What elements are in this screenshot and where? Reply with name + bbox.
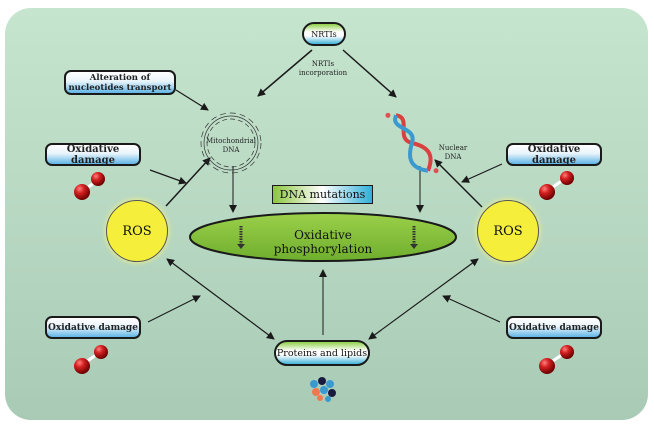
ros-node-right: ROS (477, 200, 539, 262)
oxidative-damage-box-bottom-left: Oxidative damage (45, 316, 141, 339)
alteration-line1: Alteration of (89, 72, 151, 83)
arrow-damage-right-top (461, 163, 503, 183)
down-arrow-icon (410, 244, 418, 249)
ros-node-left: ROS (106, 200, 168, 262)
mito-line1: Mitochondrial (205, 137, 257, 145)
oxygen-molecule-icon (539, 345, 574, 374)
arrow-nrtis-nuclear (342, 49, 397, 98)
dna-mutations-box: DNA mutations (272, 185, 373, 204)
nrtis-incorporation-label: NRTIs incorporation (298, 60, 348, 77)
down-arrow-icon (239, 226, 416, 244)
alteration-line2: nucleotides transport (68, 82, 172, 93)
nuclear-dna-label: Nuclear DNA (432, 144, 474, 162)
nuclear-dna-icon (385, 112, 439, 174)
oxidative-damage-box-top-left: Oxidative damage (45, 143, 141, 166)
oxygen-molecule-icon (74, 345, 108, 374)
arrow-ros-right-proteins (368, 258, 479, 340)
nuclear-line1: Nuclear (438, 144, 468, 152)
arrow-ros-left-mito (165, 157, 211, 207)
arrow-damage-right-bottom (442, 295, 501, 323)
arrow-alteration-mito (175, 89, 209, 111)
protein-lipid-icon (310, 377, 336, 402)
down-arrow-icon (237, 244, 245, 249)
oxidative-damage-box-bottom-right: Oxidative damage (506, 316, 602, 339)
arrow-damage-left-bottom (147, 295, 201, 323)
nuclear-line2: DNA (444, 153, 462, 161)
oxygen-molecule-icon (539, 171, 574, 200)
oxidative-phosphorylation-ellipse (189, 212, 457, 262)
mitochondrial-dna-icon (200, 112, 262, 174)
oxidative-phosphorylation-label: Oxidative phosphorylation (273, 228, 373, 256)
arrow-ros-left-proteins (166, 258, 275, 340)
nrtis-node: NRTIs (302, 22, 346, 46)
arrow-nrtis-mito (257, 49, 313, 97)
alteration-nucleotides-transport-box: Alteration of nucleotides transport (64, 70, 176, 95)
oxidative-damage-box-top-right: Oxidative damage (506, 143, 602, 166)
mito-line2: DNA (222, 146, 240, 154)
oxygen-molecule-icon (74, 172, 105, 200)
mitochondrial-dna-label: Mitochondrial DNA (201, 137, 261, 155)
arrow-damage-left-top (149, 169, 187, 185)
arrow-ros-right-nuclear (434, 159, 483, 208)
proteins-lipids-node: Proteins and lipids (274, 340, 370, 366)
